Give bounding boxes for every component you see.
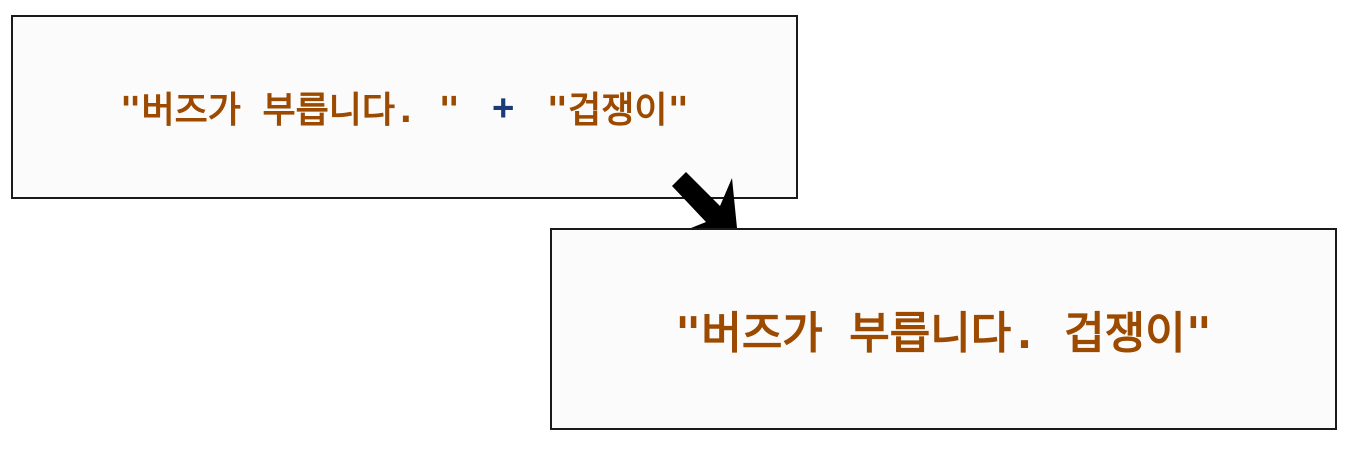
result-string-literal: "버즈가 부릅니다. 겁쟁이": [674, 308, 1213, 359]
concatenation-result-box: "버즈가 부릅니다. 겁쟁이": [550, 228, 1337, 430]
left-string-literal: "버즈가 부릅니다. ": [119, 90, 461, 131]
right-string-literal: "겁쟁이": [546, 90, 690, 131]
arrow-down-right-icon: [672, 172, 738, 238]
concatenation-expression-box: "버즈가 부릅니다. " + "겁쟁이": [11, 15, 798, 199]
plus-operator: +: [492, 86, 515, 128]
arrow-shape: [672, 172, 738, 238]
